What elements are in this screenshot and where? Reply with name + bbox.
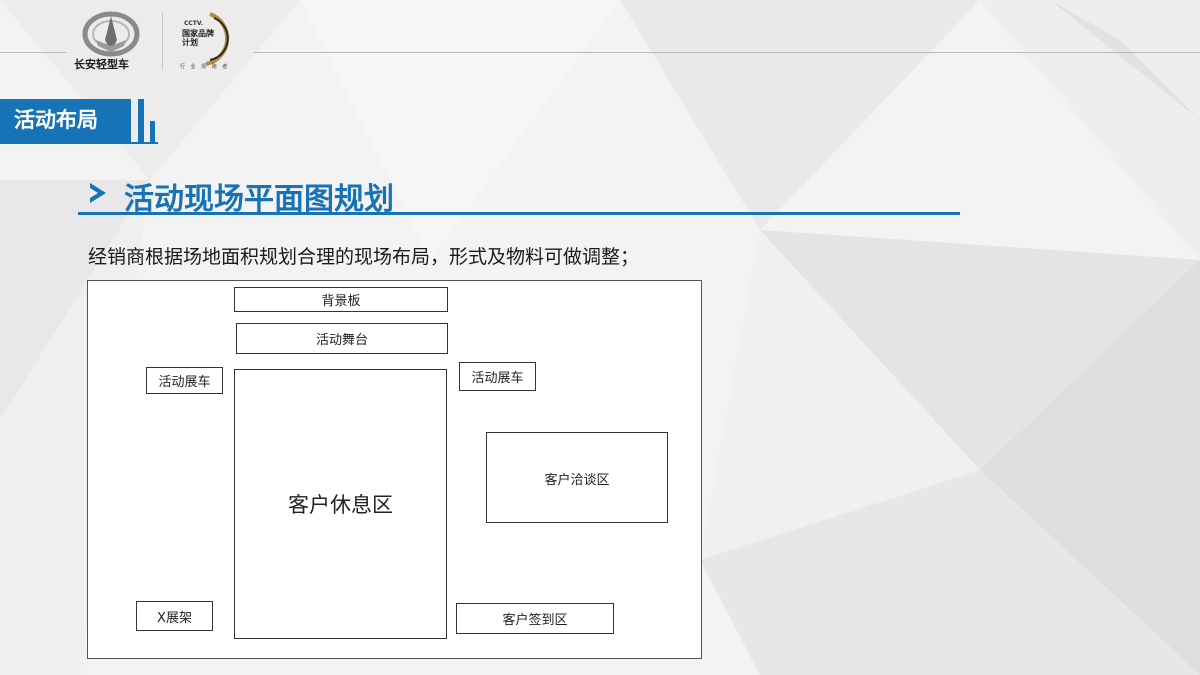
header-rule-left [0, 52, 66, 53]
cctv-slogan: 行 业 领 跑 者 [180, 64, 230, 70]
zone-car-right: 活动展车 [459, 362, 536, 391]
section-tag-bar-small [150, 121, 155, 142]
header: 长安轻型车 CCTV. 国家品牌 计划 行 业 领 跑 者 [0, 0, 1200, 80]
floor-plan: 背景板 活动舞台 活动展车 活动展车 客户休息区 客户洽谈区 X展架 客户签到区 [87, 280, 702, 659]
heading-group: 活动现场平面图规划 [0, 0, 960, 217]
section-tag-group: 活动布局 [0, 0, 158, 144]
zone-signin: 客户签到区 [456, 603, 614, 634]
zone-car-left: 活动展车 [146, 367, 223, 394]
zone-lounge: 客户休息区 [234, 369, 447, 639]
cctv-program-line1: 国家品牌 [182, 29, 214, 38]
section-tag: 活动布局 [0, 99, 131, 142]
section-tag-bar [138, 99, 144, 142]
zone-negotiation: 客户洽谈区 [486, 432, 668, 523]
title-underline [78, 212, 960, 215]
section-tag-underline [0, 142, 158, 144]
zone-x-stand: X展架 [136, 601, 213, 631]
arrow-right-icon-inner [90, 188, 98, 198]
header-rule-right [254, 52, 1200, 53]
changan-logo-icon [82, 11, 140, 57]
logo-divider [162, 12, 163, 70]
brand-name: 长安轻型车 [74, 58, 129, 71]
cctv-program-line2: 计划 [182, 38, 198, 47]
cctv-badge-icon [205, 12, 230, 66]
zone-backdrop: 背景板 [234, 287, 448, 312]
page-title: 活动现场平面图规划 [124, 182, 394, 217]
zone-stage: 活动舞台 [236, 323, 448, 354]
cctv-label: CCTV. [184, 20, 204, 27]
intro-text: 经销商根据场地面积规划合理的现场布局，形式及物料可做调整； [88, 246, 640, 268]
